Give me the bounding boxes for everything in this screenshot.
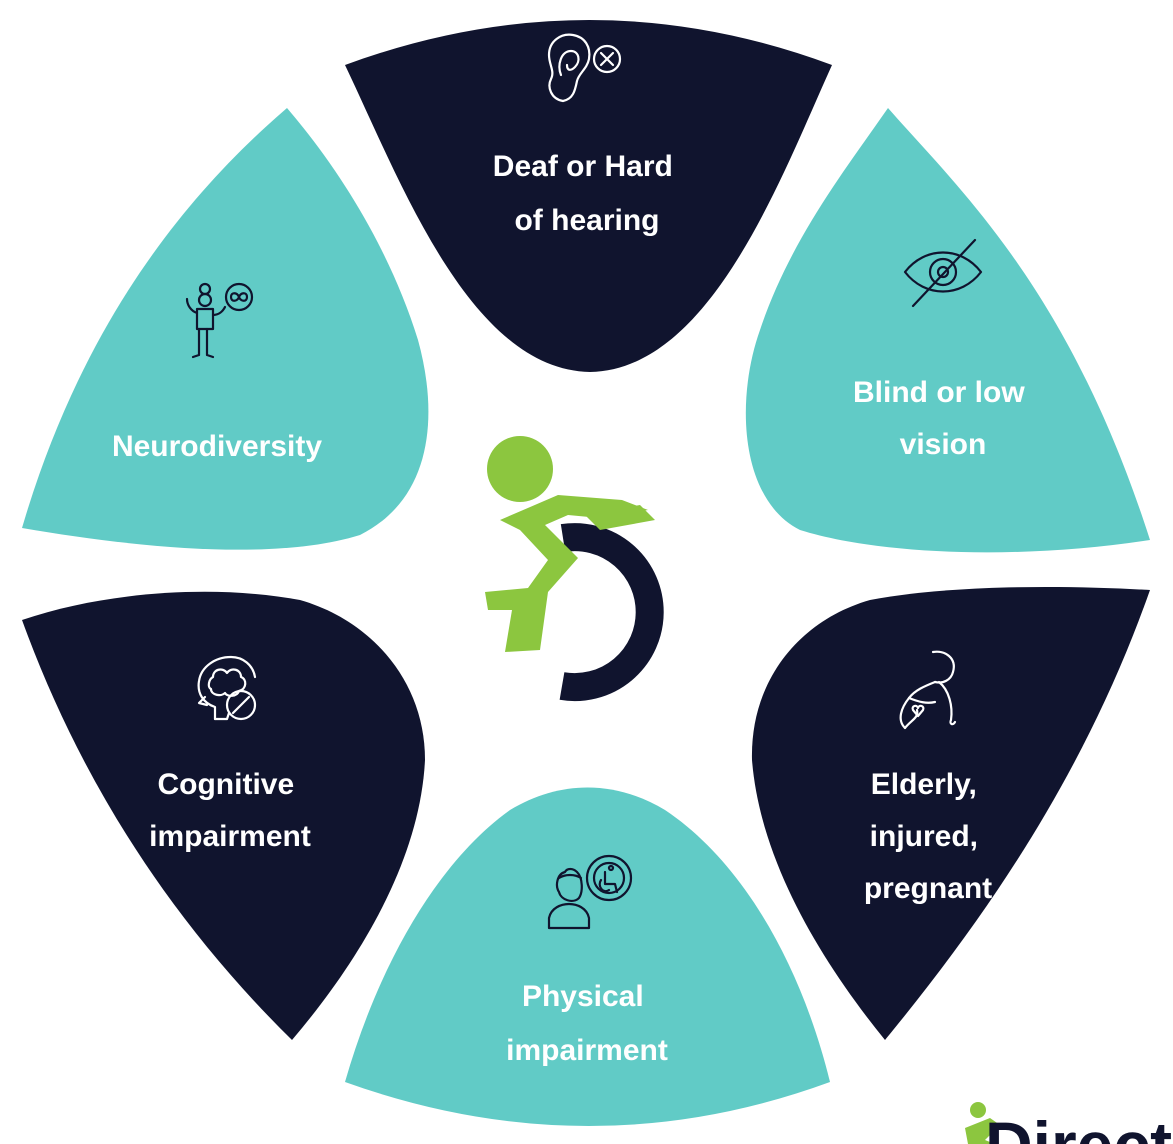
crossed-eye-icon: [903, 238, 983, 308]
petal-neuro-line-1: Neurodiversity: [112, 430, 322, 463]
petal-blind-line-2: vision: [900, 428, 987, 461]
petal-elderly: Elderly, injured, pregnant: [751, 587, 1150, 1040]
direct-brand-logo-icon: Direct: [965, 1102, 1172, 1144]
petal-blind: Blind or low vision: [745, 108, 1150, 553]
pregnant-person-icon: [899, 650, 957, 730]
petal-physical: Physical impairment: [345, 787, 830, 1126]
person-wheelchair-badge-icon: [547, 854, 633, 930]
svg-text:Blind or low vision: Blind or low vision: [853, 376, 1033, 461]
petal-cognitive-line-1: Cognitive: [157, 768, 294, 801]
svg-text:Elderly, injured,: Elderly, injured, pregnant: [864, 768, 992, 905]
brain-head-icon: [197, 655, 257, 721]
petal-elderly-line-1: Elderly,: [871, 768, 977, 801]
petal-cognitive: Cognitive impairment: [22, 591, 425, 1040]
petal-physical-line-1: Physical: [522, 980, 644, 1013]
petal-neuro: Neurodiversity: [22, 108, 429, 550]
svg-text:Cognitive impairment: Cognitive impairment: [149, 768, 311, 853]
ear-with-x-icon: [547, 33, 622, 103]
brand-text: Direct: [985, 1108, 1172, 1144]
person-infinity-icon: [185, 282, 254, 359]
petal-cognitive-line-2: impairment: [149, 820, 311, 853]
petal-elderly-line-3: pregnant: [864, 872, 992, 905]
petal-blind-line-1: Blind or low: [853, 376, 1025, 409]
petal-deaf: Deaf or Hard of hearing: [345, 20, 832, 372]
petal-elderly-line-2: injured,: [870, 820, 978, 853]
petal-deaf-line-2: of hearing: [514, 204, 659, 237]
svg-text:Physical impairment: Physical impairment: [506, 980, 668, 1067]
petal-deaf-line-1: Deaf or Hard: [493, 150, 673, 183]
wheelchair-user-logo-icon: [485, 436, 664, 702]
svg-text:Neurodiversity: Neurodiversity: [112, 430, 322, 463]
svg-text:Deaf or Hard of hearing: Deaf or Hard of hearing: [493, 150, 681, 237]
petal-physical-line-2: impairment: [506, 1034, 668, 1067]
